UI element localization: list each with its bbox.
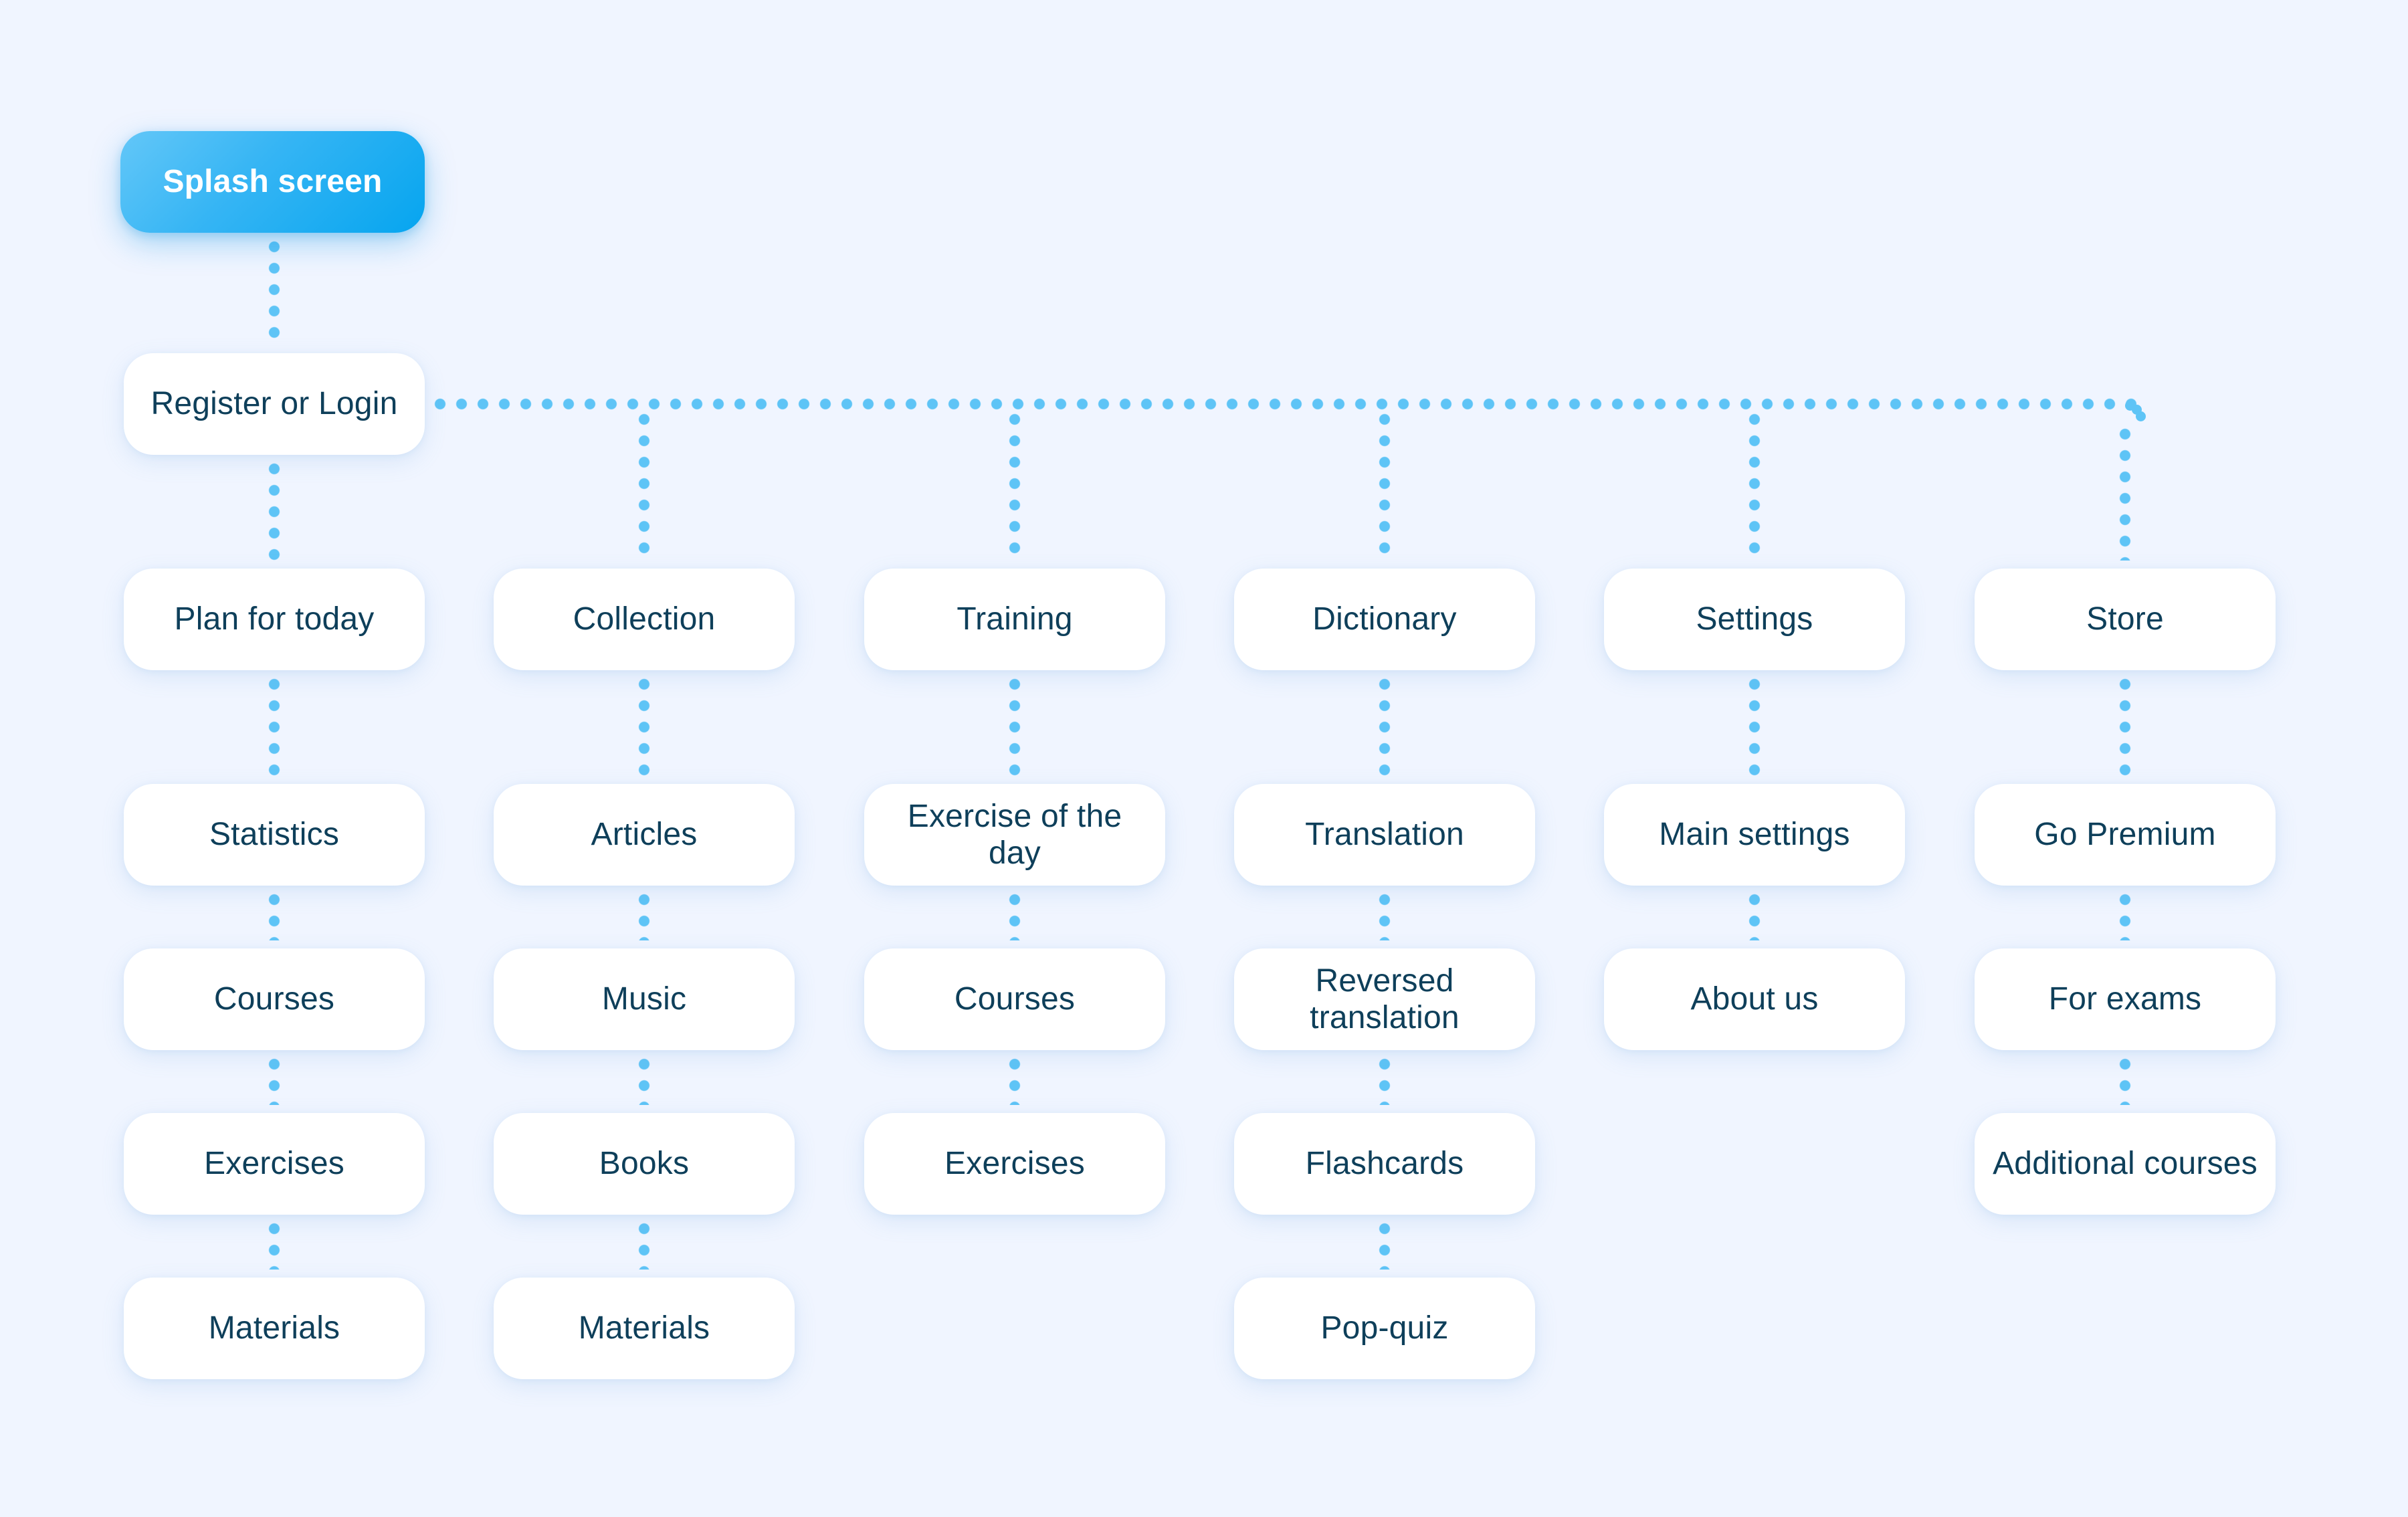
connector-training-1 bbox=[1009, 678, 1021, 776]
node-store-item-1[interactable]: Go Premium bbox=[1975, 784, 2276, 886]
connector-bus-to-collection bbox=[638, 413, 650, 561]
connector-dictionary-1 bbox=[1379, 678, 1391, 776]
node-collection-item-1[interactable]: Articles bbox=[494, 784, 795, 886]
connector-plan-2 bbox=[268, 894, 280, 940]
connector-bus-to-store bbox=[2119, 428, 2131, 561]
node-store-item-3[interactable]: Additional courses bbox=[1975, 1113, 2276, 1215]
connector-plan-3 bbox=[268, 1058, 280, 1105]
node-plan-item-1[interactable]: Statistics bbox=[124, 784, 425, 886]
node-training-item-1[interactable]: Exercise of the day bbox=[864, 784, 1165, 886]
connector-collection-4 bbox=[638, 1223, 650, 1270]
connector-dictionary-3 bbox=[1379, 1058, 1391, 1105]
connector-store-3 bbox=[2119, 1058, 2131, 1105]
connector-collection-3 bbox=[638, 1058, 650, 1105]
connector-settings-1 bbox=[1748, 678, 1761, 776]
node-dictionary-item-1[interactable]: Translation bbox=[1234, 784, 1535, 886]
connector-training-3 bbox=[1009, 1058, 1021, 1105]
connector-settings-2 bbox=[1748, 894, 1761, 940]
connector-store-1 bbox=[2119, 678, 2131, 776]
node-register-or-login[interactable]: Register or Login bbox=[124, 353, 425, 455]
connector-bus-to-training bbox=[1009, 413, 1021, 561]
node-dictionary-head[interactable]: Dictionary bbox=[1234, 569, 1535, 670]
connector-dictionary-4 bbox=[1379, 1223, 1391, 1270]
connector-horizontal-bus bbox=[434, 398, 2145, 410]
node-store-head[interactable]: Store bbox=[1975, 569, 2276, 670]
node-collection-item-2[interactable]: Music bbox=[494, 948, 795, 1050]
node-training-item-2[interactable]: Courses bbox=[864, 948, 1165, 1050]
connector-dictionary-2 bbox=[1379, 894, 1391, 940]
connector-collection-1 bbox=[638, 678, 650, 776]
connector-store-2 bbox=[2119, 894, 2131, 940]
connector-training-2 bbox=[1009, 894, 1021, 940]
node-plan-item-4[interactable]: Materials bbox=[124, 1278, 425, 1379]
node-dictionary-item-3[interactable]: Flashcards bbox=[1234, 1113, 1535, 1215]
node-collection-item-4[interactable]: Materials bbox=[494, 1278, 795, 1379]
node-dictionary-item-4[interactable]: Pop-quiz bbox=[1234, 1278, 1535, 1379]
connector-collection-2 bbox=[638, 894, 650, 940]
connector-bus-to-settings bbox=[1748, 413, 1761, 561]
connector-plan-4 bbox=[268, 1223, 280, 1270]
node-training-item-3[interactable]: Exercises bbox=[864, 1113, 1165, 1215]
node-store-item-2[interactable]: For exams bbox=[1975, 948, 2276, 1050]
node-collection-head[interactable]: Collection bbox=[494, 569, 795, 670]
node-collection-item-3[interactable]: Books bbox=[494, 1113, 795, 1215]
connector-plan-1 bbox=[268, 678, 280, 776]
node-dictionary-item-2[interactable]: Reversed translation bbox=[1234, 948, 1535, 1050]
connector-auth-to-plan bbox=[268, 463, 280, 561]
node-training-head[interactable]: Training bbox=[864, 569, 1165, 670]
node-plan-head[interactable]: Plan for today bbox=[124, 569, 425, 670]
node-settings-item-1[interactable]: Main settings bbox=[1604, 784, 1905, 886]
connector-bus-to-dictionary bbox=[1379, 413, 1391, 561]
connector-splash-to-auth bbox=[268, 241, 280, 345]
node-settings-head[interactable]: Settings bbox=[1604, 569, 1905, 670]
node-settings-item-2[interactable]: About us bbox=[1604, 948, 1905, 1050]
node-splash-screen[interactable]: Splash screen bbox=[120, 131, 425, 233]
node-plan-item-3[interactable]: Exercises bbox=[124, 1113, 425, 1215]
node-plan-item-2[interactable]: Courses bbox=[124, 948, 425, 1050]
